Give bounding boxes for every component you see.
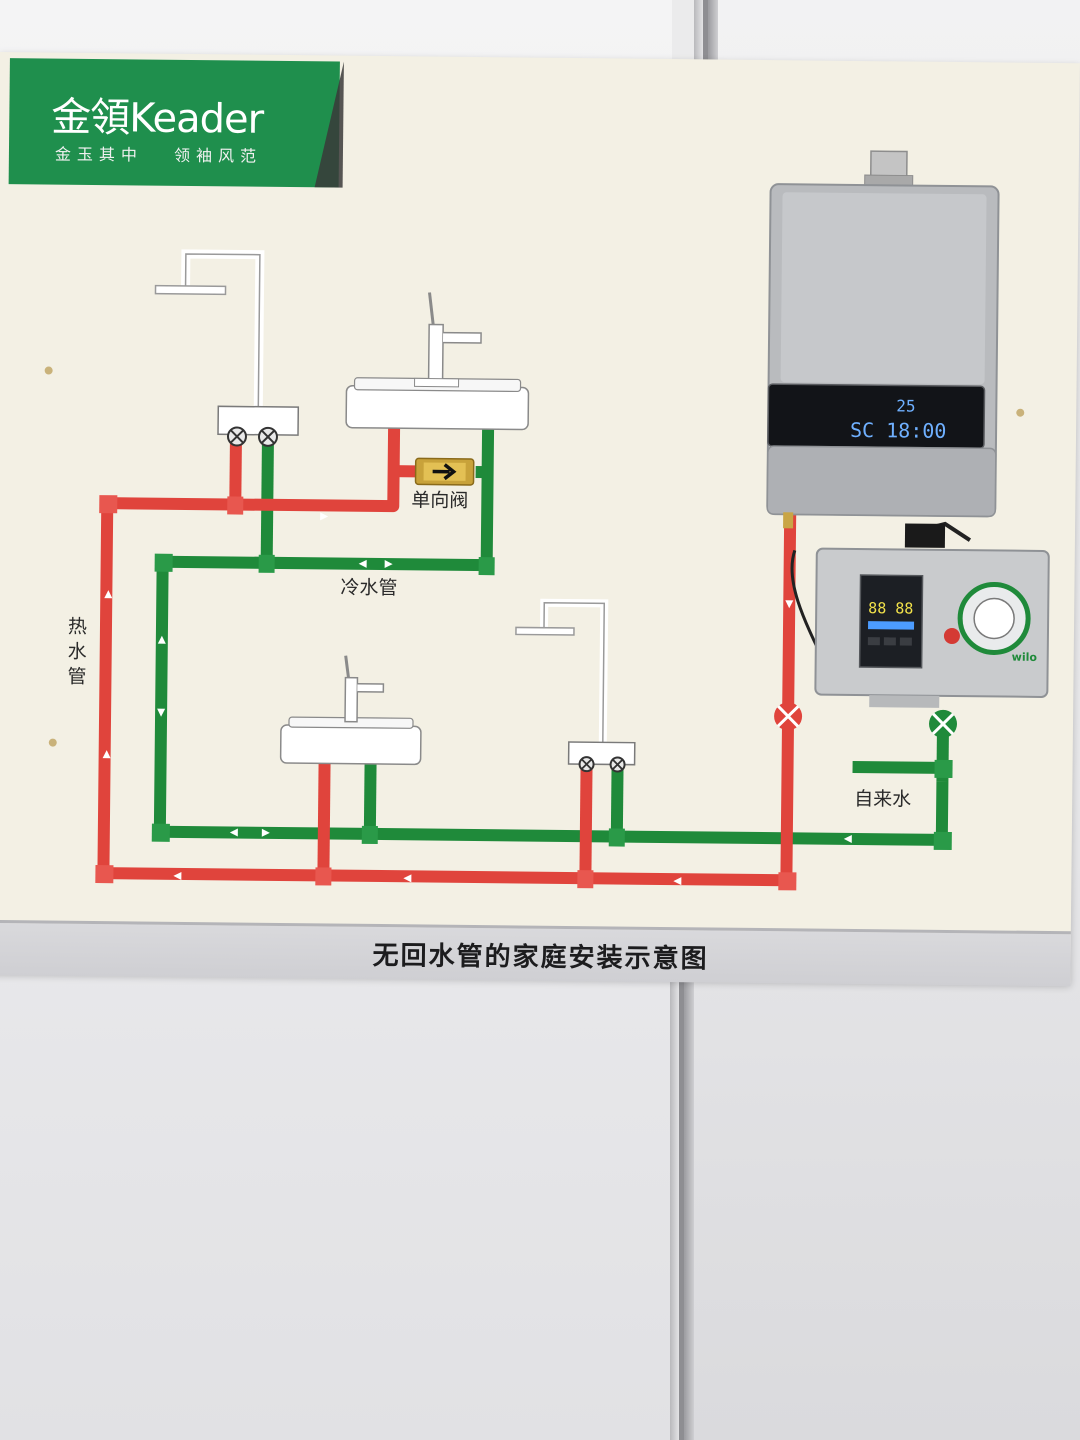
cold-pipe-label: 冷水管 <box>340 577 397 600</box>
hot-pipe-label-2: 水 <box>68 641 87 663</box>
footer-bar: 无回水管的家庭安装示意图 <box>0 919 1071 987</box>
cold-valve <box>929 709 958 738</box>
hot-pipe-label-3: 管 <box>67 666 86 688</box>
cold-pipe-fittings <box>151 553 953 851</box>
circulation-pump: 88 88 wilo <box>790 521 1050 708</box>
sink-bottom <box>279 655 422 766</box>
check-valve <box>414 457 475 486</box>
hot-pipe-fittings <box>95 495 797 891</box>
hot-pipe-label-1: 热 <box>68 616 87 638</box>
water-heater: 25 SC 18:00 <box>766 150 1000 529</box>
shower-bottom <box>515 598 636 773</box>
flow-arrows <box>102 512 852 886</box>
heater-display-top: 25 <box>896 396 915 415</box>
diagram-title: 无回水管的家庭安装示意图 <box>372 940 709 974</box>
plumbing-diagram: 25 SC 18:00 88 88 wilo <box>44 150 1050 891</box>
diagram-board: 金領Keader 金玉其中 领袖风范 <box>0 52 1080 987</box>
heater-display-bottom: SC 18:00 <box>850 418 947 443</box>
pump-brand: wilo <box>1012 651 1038 664</box>
sink-top <box>345 292 530 431</box>
hot-valve <box>774 702 803 731</box>
shower-top <box>154 249 300 447</box>
pump-display: 88 88 <box>868 599 913 617</box>
tap-water-label: 自来水 <box>854 788 911 811</box>
check-valve-label: 单向阀 <box>411 489 468 512</box>
board-screws <box>44 366 1025 747</box>
wall-rail-bottom <box>670 975 694 1440</box>
